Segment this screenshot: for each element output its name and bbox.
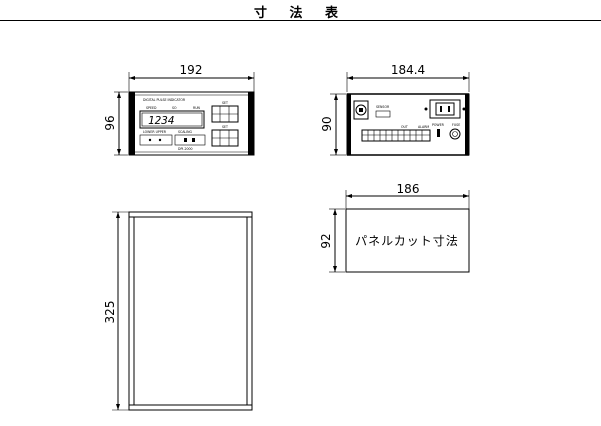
rear-terminal-tag-mid: OUT <box>401 125 408 129</box>
front-model-text: DPI-2000 <box>178 147 193 151</box>
rear-switch-label: POWER <box>432 123 445 127</box>
front-width-label: 192 <box>180 63 203 77</box>
cutout-height-label: 92 <box>319 233 333 248</box>
front-brand-text: DIGITAL PULSE INDICATOR <box>143 98 186 102</box>
front-view: 192 96 DIGITAL PULSE INDICATOR SPEED SO … <box>103 63 255 156</box>
side-height-label: 325 <box>103 301 117 324</box>
front-left-bezel <box>129 92 135 155</box>
rear-view: 184.4 90 SENSOR OUT ALARM <box>320 63 470 156</box>
front-so-tag: SO <box>172 106 177 110</box>
rear-fuse-label: FUSE <box>452 123 460 127</box>
rear-width-label: 184.4 <box>391 63 425 77</box>
rear-height-label: 90 <box>320 116 334 131</box>
rear-fuse-holder <box>449 128 461 140</box>
rear-power-switch <box>437 129 440 137</box>
title-divider <box>0 20 601 21</box>
front-display-window <box>139 110 205 129</box>
front-speed-tag: SPEED <box>146 106 157 110</box>
front-display-digits: 1234 <box>148 114 175 127</box>
cutout-outline <box>345 208 470 273</box>
panel-cutout-view: 186 92 パネルカット寸法 <box>319 182 470 273</box>
cutout-label: パネルカット寸法 <box>355 234 459 248</box>
cutout-width-label: 186 <box>397 182 420 196</box>
rear-sensor-connector <box>353 100 369 120</box>
page-title: 寸 法 表 <box>253 6 348 21</box>
rear-power-inlet <box>429 99 461 119</box>
front-sub-left-text: LOWER UPPER <box>143 130 167 134</box>
front-set-tag-bottom: SET <box>222 125 228 129</box>
side-view: 325 <box>103 211 253 411</box>
rear-terminal-tag-left: SENSOR <box>376 105 390 109</box>
rear-terminal-tag-right: ALARM <box>418 125 429 129</box>
front-run-tag: RUN <box>193 106 201 110</box>
rear-terminal-strip <box>361 129 431 142</box>
front-sub-mid-text: SCALING <box>178 130 193 134</box>
front-set-tag-top: SET <box>222 101 228 105</box>
front-height-label: 96 <box>103 115 117 130</box>
front-right-bezel <box>248 92 254 155</box>
